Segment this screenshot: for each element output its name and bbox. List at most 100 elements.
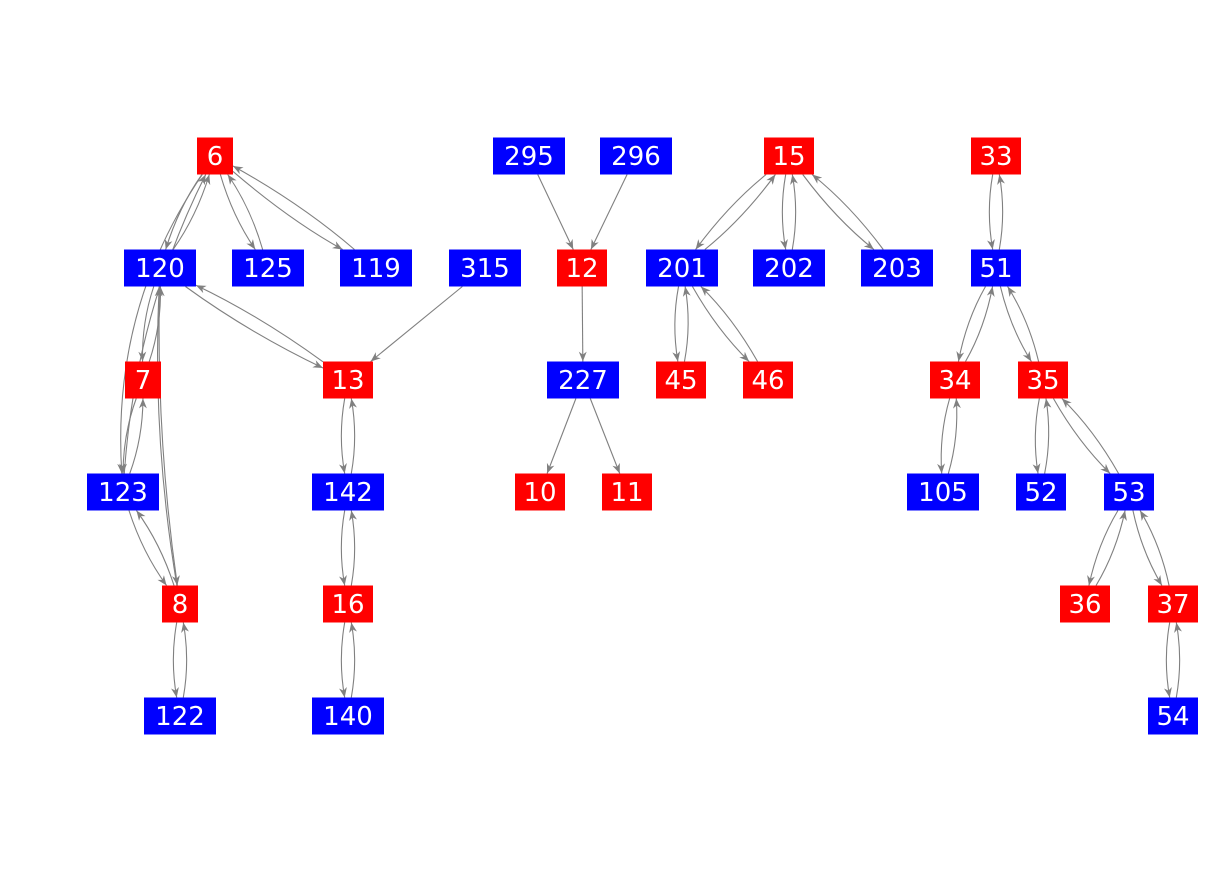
node-box bbox=[656, 361, 706, 399]
edge-16-to-142 bbox=[349, 510, 357, 586]
edge-15-to-203 bbox=[802, 174, 875, 250]
node-125: 125 bbox=[232, 249, 304, 287]
node-box bbox=[312, 473, 384, 511]
node-label: 142 bbox=[323, 478, 373, 508]
node-box bbox=[144, 697, 216, 735]
node-label: 37 bbox=[1156, 590, 1189, 620]
edge-8-to-120 bbox=[154, 286, 178, 586]
node-label: 35 bbox=[1026, 366, 1059, 396]
node-33: 33 bbox=[971, 137, 1021, 175]
node-label: 227 bbox=[558, 366, 608, 396]
node-box bbox=[515, 473, 565, 511]
edge-45-to-201 bbox=[682, 286, 691, 362]
edge-52-to-35 bbox=[1043, 398, 1052, 474]
node-box bbox=[547, 361, 619, 399]
node-box bbox=[1016, 473, 1066, 511]
node-box bbox=[125, 361, 161, 399]
edge-140-to-16 bbox=[349, 622, 357, 698]
node-296: 296 bbox=[600, 137, 672, 175]
edge-122-to-8 bbox=[181, 622, 189, 698]
node-201: 201 bbox=[646, 249, 718, 287]
edge-51-to-34 bbox=[956, 286, 986, 362]
node-202: 202 bbox=[753, 249, 825, 287]
node-box bbox=[340, 249, 412, 287]
node-label: 119 bbox=[351, 254, 401, 284]
node-label: 315 bbox=[460, 254, 510, 284]
node-120: 120 bbox=[124, 249, 196, 287]
node-box bbox=[861, 249, 933, 287]
node-16: 16 bbox=[323, 585, 373, 623]
node-315: 315 bbox=[449, 249, 521, 287]
node-box bbox=[646, 249, 718, 287]
node-12: 12 bbox=[557, 249, 607, 287]
edge-6-to-119 bbox=[232, 171, 343, 250]
node-36: 36 bbox=[1060, 585, 1110, 623]
edge-13-to-120 bbox=[195, 284, 324, 363]
node-label: 10 bbox=[523, 478, 556, 508]
edge-6-to-123 bbox=[117, 174, 203, 474]
node-box bbox=[232, 249, 304, 287]
node-label: 6 bbox=[207, 142, 224, 172]
node-box bbox=[162, 585, 198, 623]
node-123: 123 bbox=[87, 473, 159, 511]
node-label: 36 bbox=[1068, 590, 1101, 620]
edge-37-to-53 bbox=[1139, 510, 1170, 586]
edge-54-to-37 bbox=[1174, 622, 1182, 698]
edge-315-to-13 bbox=[370, 286, 463, 362]
edge-15-to-201 bbox=[695, 174, 767, 250]
edge-6-to-125 bbox=[219, 174, 256, 250]
node-box bbox=[1104, 473, 1154, 511]
node-label: 105 bbox=[918, 478, 968, 508]
node-119: 119 bbox=[340, 249, 412, 287]
node-label: 16 bbox=[331, 590, 364, 620]
node-label: 13 bbox=[331, 366, 364, 396]
node-box bbox=[764, 137, 814, 175]
edge-142-to-13 bbox=[349, 398, 357, 474]
edge-123-to-7 bbox=[129, 398, 147, 474]
node-35: 35 bbox=[1018, 361, 1068, 399]
node-box bbox=[971, 137, 1021, 175]
edge-120-to-6 bbox=[172, 174, 211, 250]
node-142: 142 bbox=[312, 473, 384, 511]
node-box bbox=[197, 137, 233, 175]
node-51: 51 bbox=[971, 249, 1021, 287]
edge-203-to-15 bbox=[811, 174, 884, 250]
node-box bbox=[753, 249, 825, 287]
edge-15-to-202 bbox=[780, 174, 788, 250]
node-box bbox=[930, 361, 980, 399]
node-295: 295 bbox=[493, 137, 565, 175]
node-box bbox=[1060, 585, 1110, 623]
edge-36-to-53 bbox=[1095, 510, 1127, 586]
edge-120-to-8 bbox=[158, 286, 180, 586]
node-52: 52 bbox=[1016, 473, 1066, 511]
edge-6-to-120 bbox=[164, 174, 203, 250]
node-label: 203 bbox=[872, 254, 922, 284]
node-label: 33 bbox=[979, 142, 1012, 172]
node-label: 140 bbox=[323, 702, 373, 732]
node-box bbox=[600, 137, 672, 175]
edge-119-to-6 bbox=[232, 165, 355, 250]
node-6: 6 bbox=[197, 137, 233, 175]
node-label: 8 bbox=[172, 590, 189, 620]
node-label: 295 bbox=[504, 142, 554, 172]
node-label: 45 bbox=[664, 366, 697, 396]
edge-295-to-12 bbox=[537, 174, 574, 250]
edge-120-to-7 bbox=[138, 286, 155, 362]
node-label: 52 bbox=[1024, 478, 1057, 508]
node-10: 10 bbox=[515, 473, 565, 511]
edge-12-to-227 bbox=[578, 286, 587, 362]
node-box bbox=[87, 473, 159, 511]
node-37: 37 bbox=[1148, 585, 1198, 623]
node-label: 12 bbox=[565, 254, 598, 284]
node-label: 123 bbox=[98, 478, 148, 508]
edge-8-to-123 bbox=[136, 510, 175, 586]
node-13: 13 bbox=[323, 361, 373, 399]
edge-51-to-35 bbox=[999, 286, 1032, 362]
node-box bbox=[557, 249, 607, 287]
node-box bbox=[493, 137, 565, 175]
node-53: 53 bbox=[1104, 473, 1154, 511]
edge-123-to-8 bbox=[128, 510, 167, 586]
edge-13-to-142 bbox=[339, 398, 347, 474]
